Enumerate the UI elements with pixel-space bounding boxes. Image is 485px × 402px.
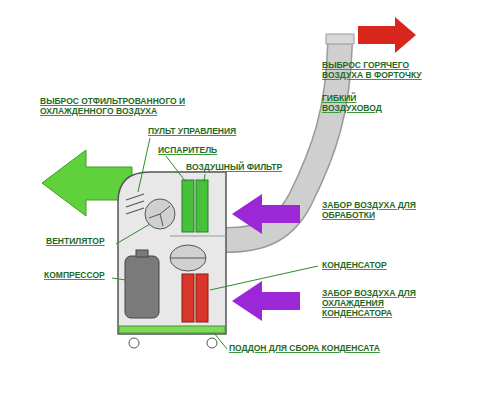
wheel xyxy=(129,338,139,348)
divider xyxy=(170,236,226,237)
leader-line xyxy=(112,278,126,280)
part-label: ПОДДОН ДЛЯ СБОРА КОНДЕНСАТА xyxy=(229,343,380,353)
part-label: КОМПРЕССОР xyxy=(44,270,105,280)
unit-housing xyxy=(118,172,226,334)
compressor-top xyxy=(136,250,148,257)
condenser xyxy=(196,274,208,322)
evaporator xyxy=(182,180,194,232)
wheel xyxy=(207,338,217,348)
condenser xyxy=(182,274,194,322)
part-label: ГИБКИЙ ВОЗДУХОВОД xyxy=(322,93,394,113)
part-label: ИСПАРИТЕЛЬ xyxy=(158,145,217,155)
leader-line xyxy=(210,266,318,290)
leader-line xyxy=(138,138,150,192)
part-label: ЗАБОР ВОЗДУХА ДЛЯ ОХЛАЖДЕНИЯ КОНДЕНСАТОР… xyxy=(322,288,432,318)
outlet-grille xyxy=(126,194,144,214)
fan-axis xyxy=(170,258,206,259)
leader-line xyxy=(116,224,150,244)
hot-air-arrow xyxy=(358,17,416,53)
part-label: КОНДЕНСАТОР xyxy=(322,260,387,270)
lower-fan xyxy=(170,245,206,271)
compressor xyxy=(125,256,159,318)
part-label: ВЫБРОС ОТФИЛЬТРОВАННОГО И ОХЛАЖДЕННОГО В… xyxy=(40,96,202,116)
part-label: ВОЗДУШНЫЙ ФИЛЬТР xyxy=(186,162,282,172)
part-label: ВЫБРОС ГОРЯЧЕГО ВОЗДУХА В ФОРТОЧКУ xyxy=(322,60,440,80)
part-label: ВЕНТИЛЯТОР xyxy=(46,236,105,246)
duct-cap xyxy=(326,34,354,44)
fan-blades xyxy=(149,206,170,226)
part-label: ПУЛЬТ УПРАВЛЕНИЯ xyxy=(148,126,236,136)
leader-line xyxy=(166,156,186,182)
condensate-tray xyxy=(119,326,225,333)
leader-line xyxy=(204,174,205,182)
intake-arrow xyxy=(232,194,300,234)
part-label: ЗАБОР ВОЗДУХА ДЛЯ ОБРАБОТКИ xyxy=(322,200,432,220)
leader-line xyxy=(214,333,227,349)
air-filter xyxy=(196,180,208,232)
intake-arrow xyxy=(232,281,300,321)
